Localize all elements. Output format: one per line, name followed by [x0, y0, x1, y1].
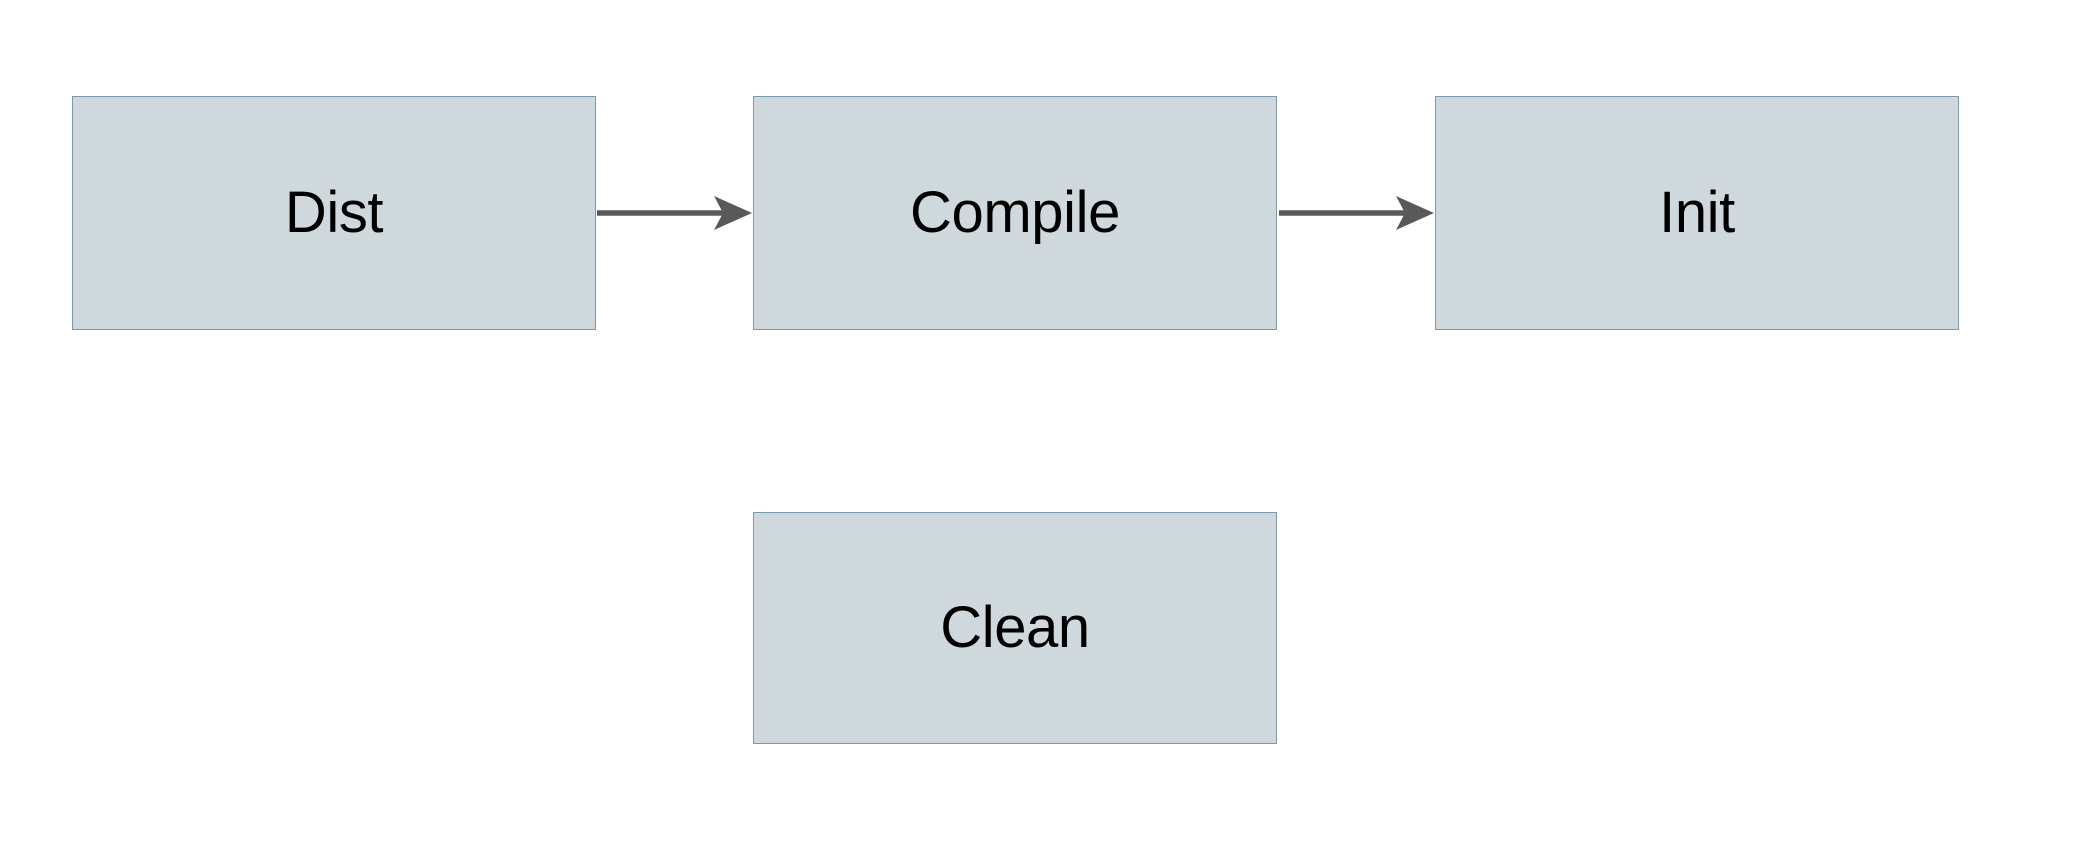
node-clean-label: Clean [940, 595, 1090, 660]
node-dist-label: Dist [284, 180, 384, 245]
node-init[interactable]: Init [1435, 96, 1959, 330]
edge-dist-to-compile[interactable] [597, 196, 752, 230]
node-init-label: Init [1659, 180, 1735, 245]
node-clean[interactable]: Clean [753, 512, 1277, 744]
node-compile-label: Compile [910, 180, 1120, 245]
node-compile[interactable]: Compile [753, 96, 1277, 330]
node-dist[interactable]: Dist [72, 96, 596, 330]
arrowhead-icon [714, 196, 752, 230]
arrowhead-icon [1396, 196, 1434, 230]
edge-compile-to-init[interactable] [1279, 196, 1434, 230]
